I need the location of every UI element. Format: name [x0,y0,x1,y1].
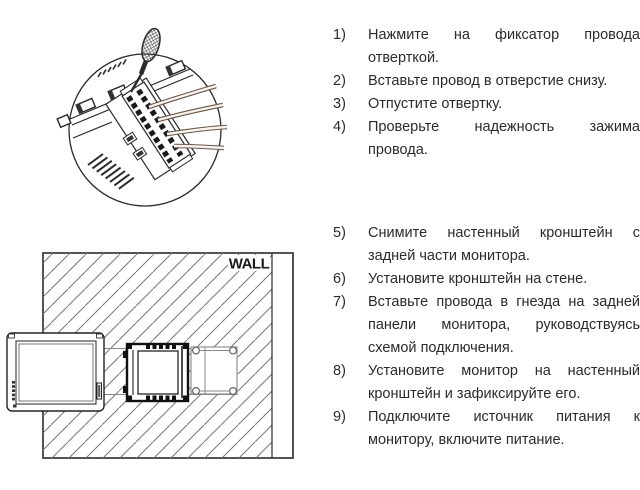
monitor-buttons [12,381,17,408]
terminal-block [105,77,197,181]
instruction-list-1: 1) Нажмите на фиксатор провода отверткой… [333,24,640,162]
mounting-plate [190,346,238,396]
figure-terminal-detail [56,27,228,207]
monitor [6,332,105,412]
item-text: Установите кронштейн на стене. [368,271,588,287]
item-text: Вставьте провода в гнезда на задней пане… [368,294,640,356]
vent-ticks [97,59,127,78]
instruction-item-6: 6) Установите кронштейн на стене. [333,268,640,291]
wall-label: WALL [229,256,270,273]
screwdriver-ferrule [138,60,149,75]
item-text: Нажмите на фиксатор провода отверткой. [368,27,640,66]
wires [148,83,228,151]
item-text: Снимите настенный кронштейн с задней час… [368,225,640,264]
item-number: 8) [333,363,346,379]
item-number: 6) [333,271,346,287]
instruction-item-4: 4) Проверьте надежность зажима провода. [333,116,640,162]
item-number: 1) [333,27,346,43]
item-number: 3) [333,96,346,112]
item-text: Отпустите отвертку. [368,96,503,112]
instruction-list-2: 5) Снимите настенный кронштейн с задней … [333,222,640,452]
screwdriver [129,27,161,93]
plate-screws [192,346,238,396]
instruction-item-8: 8) Установите монитор на настенный кронш… [333,360,640,406]
item-number: 4) [333,119,346,135]
instruction-item-9: 9) Подключите источник питания к монитор… [333,406,640,452]
bracket-clamps [123,343,189,402]
item-number: 5) [333,225,346,241]
item-text: Проверьте надежность зажима провода. [368,119,640,158]
screwdriver-shaft [129,72,144,93]
instruction-item-5: 5) Снимите настенный кронштейн с задней … [333,222,640,268]
instruction-item-1: 1) Нажмите на фиксатор провода отверткой… [333,24,640,70]
item-number: 7) [333,294,346,310]
wall-bracket [123,342,190,403]
screwdriver-handle [141,27,161,63]
instruction-item-2: 2) Вставьте провод в отверстие снизу. [333,70,640,93]
item-number: 2) [333,73,346,89]
vent-grille [87,153,135,190]
item-text: Вставьте провод в отверстие снизу. [368,73,608,89]
instruction-item-7: 7) Вставьте провода в гнезда на задней п… [333,291,640,360]
item-text: Подключите источник питания к монитору, … [368,409,640,448]
instruction-item-3: 3) Отпустите отвертку. [333,93,640,116]
item-text: Установите монитор на настенный кронштей… [368,363,640,402]
item-number: 9) [333,409,346,425]
figure-wall-mounting: WALL [6,252,294,459]
